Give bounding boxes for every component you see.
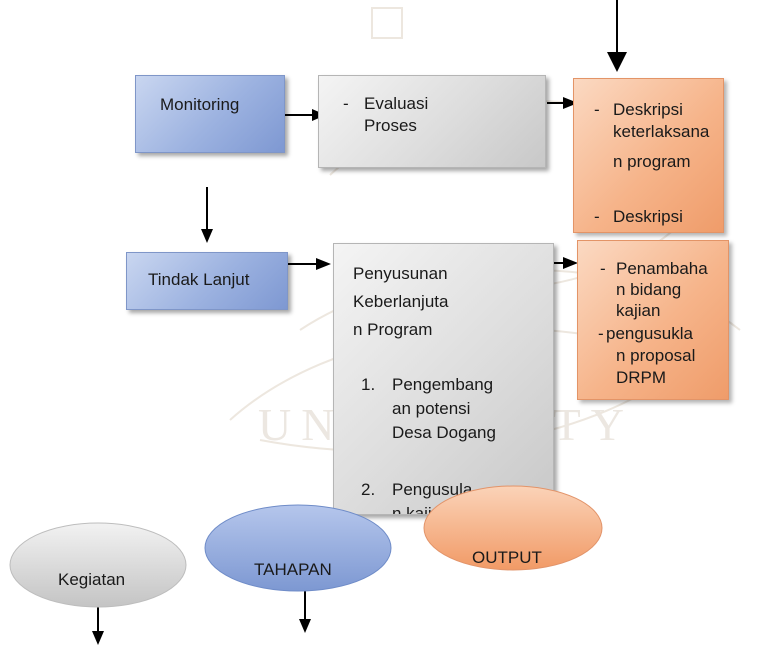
evaluasi-bullet: - (343, 94, 349, 113)
penambahan-b1-line-2: n bidang (616, 280, 682, 299)
penambahan-b1-line-3: kajian (616, 301, 661, 320)
deskripsi-bullet-1: - (594, 100, 600, 119)
penyusunan-item-1-line-1: Pengembang (392, 375, 494, 394)
evaluasi-line-1: Evaluasi (364, 94, 429, 113)
penambahan-b2-line-2: n proposal (616, 346, 696, 365)
arrow-evaluasi-deskripsi-head (563, 97, 578, 109)
evaluasi-line-2: Proses (364, 116, 417, 135)
penyusunan-line-3: n Program (353, 320, 433, 339)
legend-kegiatan-label: Kegiatan (58, 570, 126, 589)
penambahan-bullet-1: - (600, 259, 606, 278)
penambahan-b2-line-3: DRPM (616, 368, 667, 387)
penyusunan-box: Penyusunan Keberlanjuta n Program 1. Pen… (333, 243, 554, 515)
deskripsi-bullet-2: - (594, 207, 600, 226)
penambahan-b2-line-1: pengusukla (606, 324, 693, 343)
penyusunan-line-1: Penyusunan (353, 264, 448, 283)
penambahan-box: - Penambaha n bidang kajian - pengusukla… (577, 240, 729, 400)
penyusunan-item-2-number: 2. (361, 480, 376, 499)
legend-tahapan-label: TAHAPAN (254, 560, 332, 579)
penyusunan-item-1-line-2: an potensi (392, 399, 471, 418)
penyusunan-line-2: Keberlanjuta (353, 292, 449, 311)
deskripsi-box: - Deskripsi keterlaksana n program - Des… (573, 78, 724, 233)
arrow-tahapan-down-head (299, 619, 311, 633)
arrow-tindak-penyusunan-head (316, 258, 331, 270)
deskripsi-b2-line-1: Deskripsi (613, 207, 683, 226)
penyusunan-item-1-number: 1. (361, 375, 376, 394)
arrow-top-input-head (607, 52, 627, 72)
penambahan-bullet-2: - (598, 324, 604, 343)
penyusunan-item-1-line-3: Desa Dogang (392, 423, 496, 442)
deskripsi-b1-line-1: Deskripsi (613, 100, 683, 119)
evaluasi-box: - Evaluasi Proses (318, 75, 546, 168)
tindak-lanjut-box: Tindak Lanjut (126, 252, 288, 310)
legend-output-label: OUTPUT (472, 548, 542, 567)
arrow-penyusunan-penambahan-head (563, 257, 578, 269)
arrow-monitoring-tindak-head (201, 229, 213, 243)
arrow-kegiatan-down-head (92, 631, 104, 645)
tindak-lanjut-label: Tindak Lanjut (148, 270, 250, 289)
monitoring-label: Monitoring (160, 95, 240, 114)
deskripsi-b1-line-3: n program (613, 152, 691, 171)
deskripsi-b1-line-2: keterlaksana (613, 122, 710, 141)
penambahan-b1-line-1: Penambaha (616, 259, 708, 278)
penyusunan-item-2-line-1: Pengusula (392, 480, 473, 499)
monitoring-box: Monitoring (135, 75, 285, 153)
penyusunan-item-2-line-2: n kajian (392, 504, 451, 515)
